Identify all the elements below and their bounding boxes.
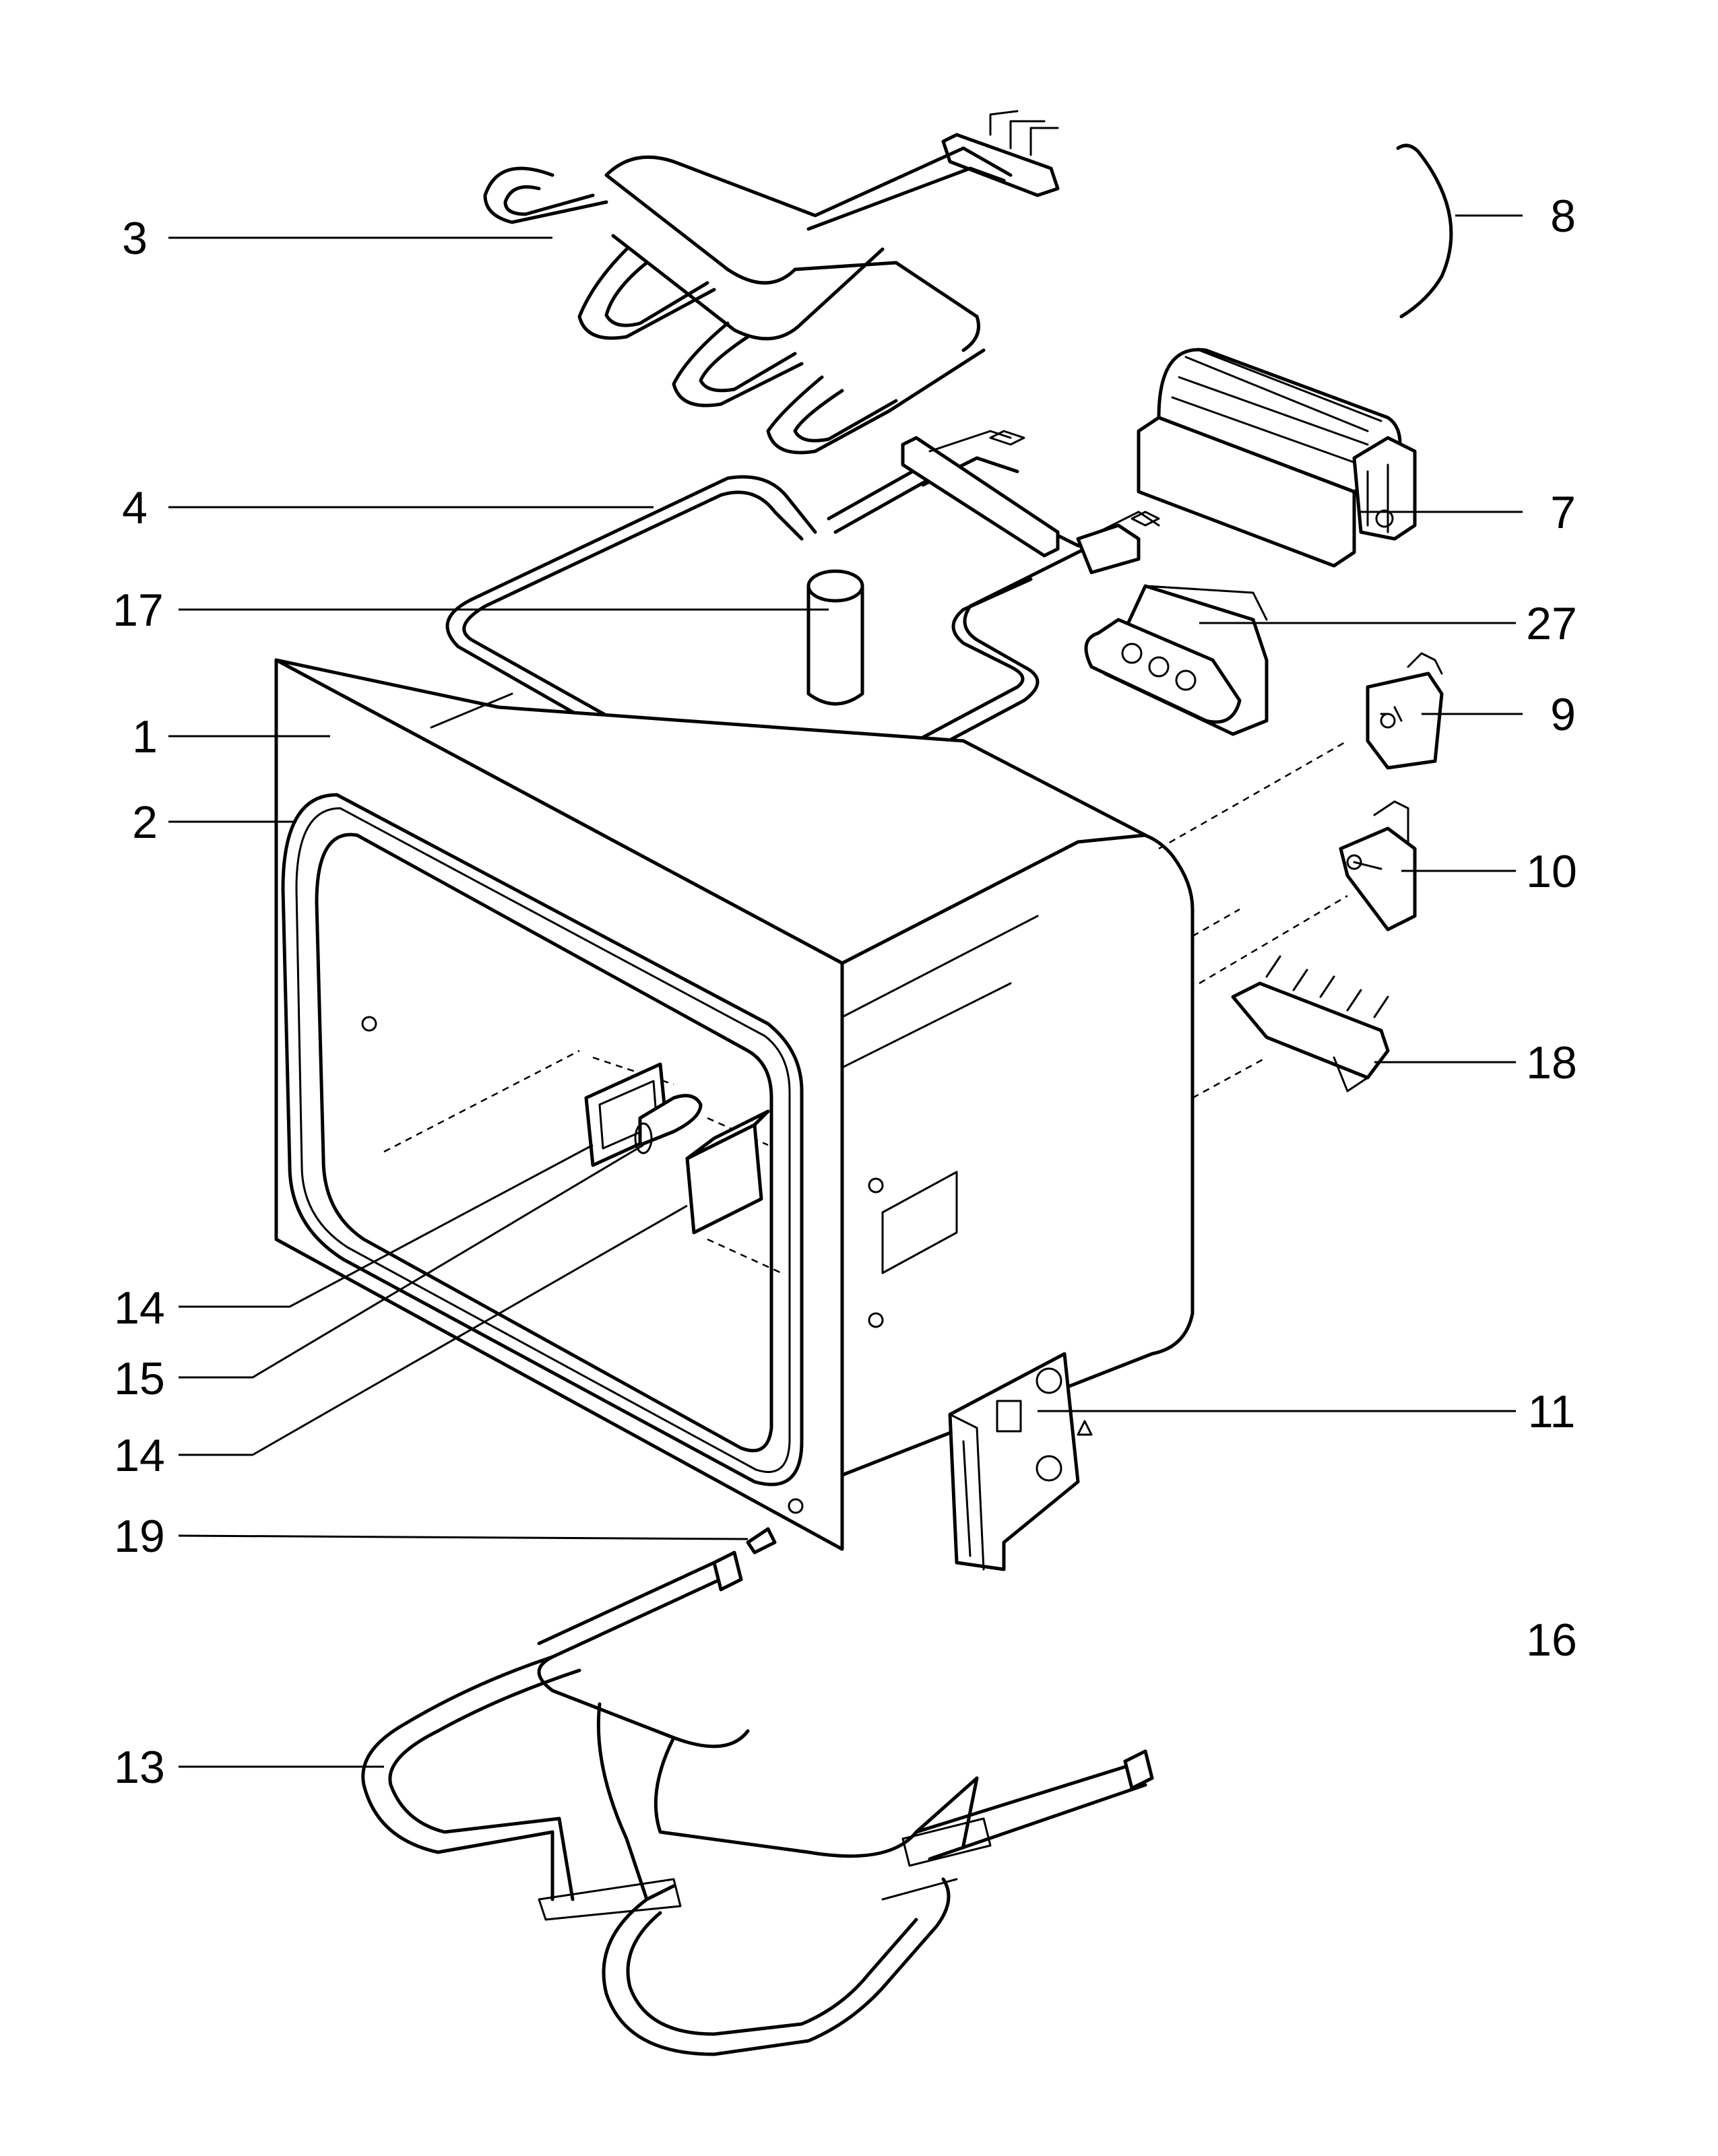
callout-27: 27	[1526, 598, 1577, 649]
callout-15: 15	[114, 1353, 165, 1404]
guide-lines-right	[1158, 740, 1348, 1099]
callout-17: 17	[113, 585, 164, 636]
callout-19: 19	[114, 1511, 165, 1562]
part-15-lamp-bulb	[634, 1094, 703, 1154]
part-11-mounting-plate	[948, 1352, 1093, 1571]
leader-15	[179, 1144, 644, 1379]
leader-14a	[179, 1144, 594, 1308]
callout-7: 7	[1550, 487, 1576, 538]
part-18-terminal-bracket	[1231, 955, 1390, 1092]
callout-9: 9	[1550, 689, 1576, 740]
part-13-bottom-heating-element	[361, 1550, 1154, 2056]
callout-11: 11	[1528, 1386, 1576, 1437]
part-19-screw	[746, 1527, 777, 1555]
callout-4: 4	[122, 482, 148, 533]
oven-cavity-body	[274, 658, 1195, 1551]
part-4-heating-element	[445, 430, 1160, 820]
part-8-seal-arc	[1396, 143, 1453, 319]
callout-14-lamp-cover: 14	[114, 1282, 165, 1334]
leader-19	[178, 1534, 749, 1540]
callout-13: 13	[114, 1742, 165, 1793]
callout-8: 8	[1550, 191, 1576, 242]
leader-14b	[179, 1204, 688, 1456]
callout-10: 10	[1526, 846, 1577, 897]
part-10-thermostat	[1339, 800, 1417, 932]
callout-14-switch-housing: 14	[114, 1430, 165, 1481]
callout-16: 16	[1526, 1614, 1577, 1666]
part-9-switch	[1366, 652, 1444, 770]
callout-1: 1	[132, 711, 158, 762]
callout-18: 18	[1526, 1037, 1577, 1088]
part-27-connector	[1084, 584, 1269, 736]
part-3-grill-element	[483, 110, 1060, 455]
part-14-switch-housing	[685, 1109, 770, 1235]
callout-2: 2	[132, 797, 158, 848]
callout-3: 3	[122, 213, 148, 264]
part-7-fan-motor	[1137, 348, 1417, 568]
